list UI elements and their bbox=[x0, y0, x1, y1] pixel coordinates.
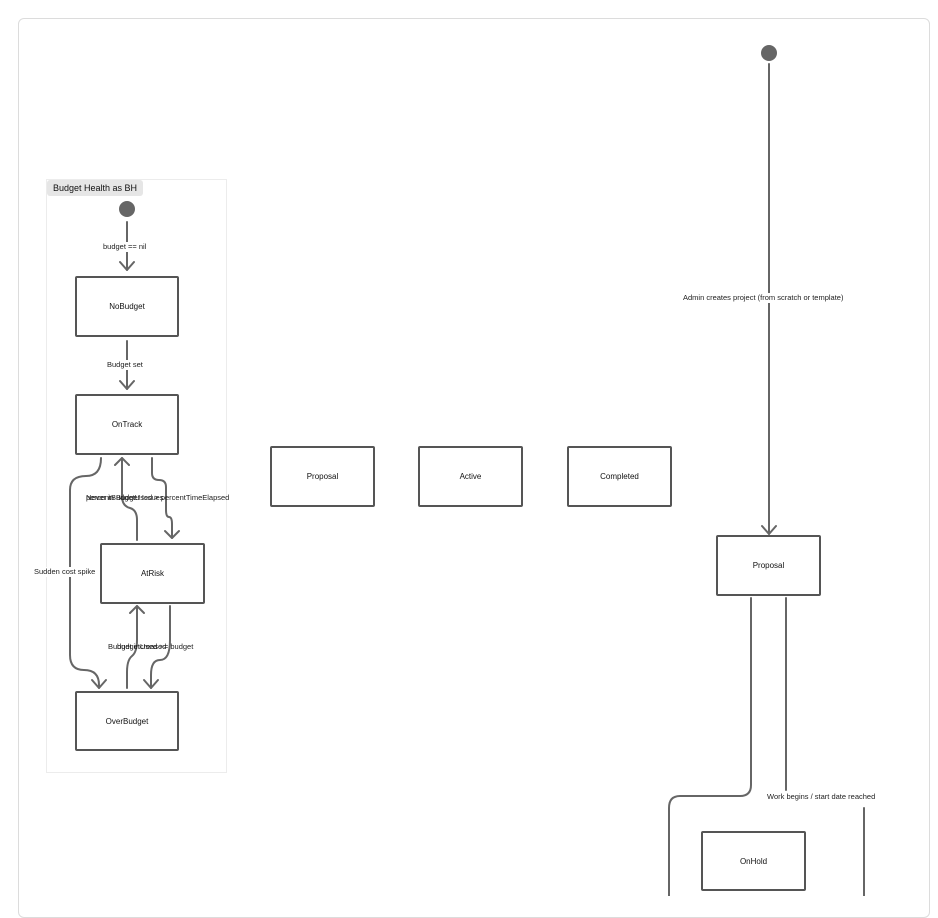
arrowhead-overbudget-right bbox=[143, 679, 159, 689]
label-budget-used: budgetUsed >= budget bbox=[117, 642, 194, 651]
state-completed-loose[interactable]: Completed bbox=[567, 446, 672, 507]
edge-atrisk-overbudget bbox=[150, 605, 171, 689]
arrowhead-overbudget-left bbox=[91, 679, 107, 689]
label-budget-set: Budget set bbox=[107, 360, 143, 370]
state-atrisk[interactable]: AtRisk bbox=[100, 543, 205, 604]
state-ontrack[interactable]: OnTrack bbox=[75, 394, 179, 455]
edge-atrisk-ontrack bbox=[121, 457, 138, 541]
state-nobudget[interactable]: NoBudget bbox=[75, 276, 179, 337]
state-active-loose[interactable]: Active bbox=[418, 446, 523, 507]
edge-proposal-onhold bbox=[668, 597, 752, 896]
label-never-in-budget: Never in Budget Issues bbox=[86, 493, 164, 502]
state-proposal-loose[interactable]: Proposal bbox=[270, 446, 375, 507]
arrowhead-atrisk bbox=[164, 530, 180, 539]
edge-ontrack-overbudget bbox=[69, 457, 102, 689]
label-budget-nil: budget == nil bbox=[103, 242, 147, 252]
arrowhead-nobudget bbox=[119, 261, 135, 271]
arrowhead-proposal bbox=[761, 525, 777, 535]
label-work-begins: Work begins / start date reached bbox=[767, 792, 876, 802]
label-percent-budget: percentBudgetUsed > percentTimeElapsed bbox=[86, 493, 230, 502]
state-proposal-main[interactable]: Proposal bbox=[716, 535, 821, 596]
label-sudden-cost-spike: Sudden cost spike bbox=[34, 567, 96, 577]
initial-node-main bbox=[761, 45, 777, 61]
label-budget-increased: Budget increased bbox=[108, 642, 167, 651]
initial-node-composite bbox=[119, 201, 135, 217]
arrowhead-ontrack bbox=[119, 380, 135, 390]
state-onhold[interactable]: OnHold bbox=[701, 831, 806, 891]
edge-overbudget-atrisk bbox=[126, 605, 138, 689]
arrowhead-ontrack-up bbox=[114, 457, 130, 466]
state-overbudget[interactable]: OverBudget bbox=[75, 691, 179, 751]
label-admin-creates: Admin creates project (from scratch or t… bbox=[683, 293, 844, 303]
composite-title: Budget Health as BH bbox=[47, 180, 144, 196]
edge-ontrack-atrisk bbox=[151, 457, 173, 539]
arrowhead-atrisk-up bbox=[129, 605, 145, 614]
